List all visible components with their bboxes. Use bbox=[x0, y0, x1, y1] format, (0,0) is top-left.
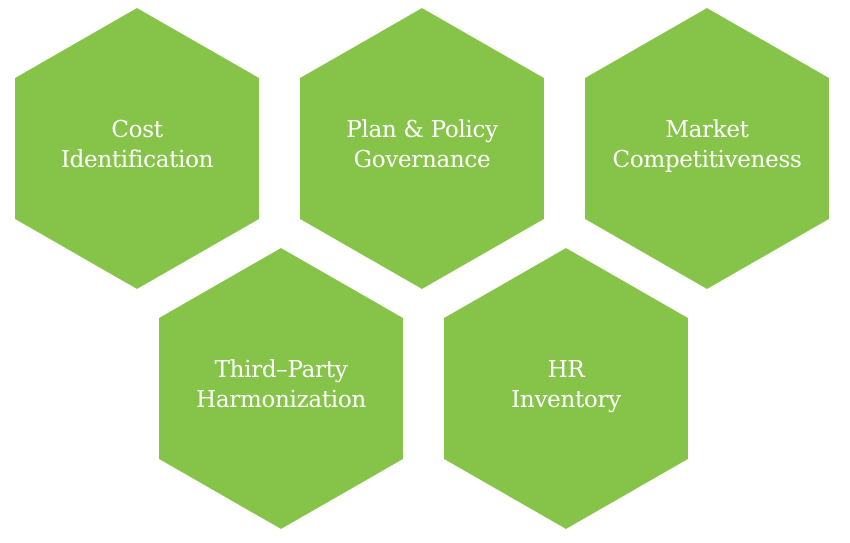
hexagon-label-line-1: Market bbox=[665, 117, 749, 143]
hexagon-label: Plan & Policy Governance bbox=[300, 115, 544, 175]
hexagon-label-line-1: Cost bbox=[111, 117, 163, 143]
hexagon-label-line-2: Governance bbox=[353, 147, 491, 173]
hexagon-label-line-2: Inventory bbox=[511, 387, 621, 413]
hexagon-label: Cost Identification bbox=[15, 115, 259, 175]
hexagon-label-line-2: Identification bbox=[60, 147, 214, 173]
hexagon-hr-inventory: HR Inventory bbox=[444, 248, 688, 529]
hexagon-label-line-1: Third–Party bbox=[214, 357, 348, 383]
hexagon-label: Market Competitiveness bbox=[585, 115, 829, 175]
hexagon-label-line-1: Plan & Policy bbox=[346, 117, 498, 143]
hexagon-label-line-2: Harmonization bbox=[196, 387, 366, 413]
hexagon-plan-policy-governance: Plan & Policy Governance bbox=[300, 8, 544, 289]
hexagon-third-party-harmonization: Third–Party Harmonization bbox=[159, 248, 403, 529]
hexagon-label: Third–Party Harmonization bbox=[159, 355, 403, 415]
hexagon-label-line-2: Competitiveness bbox=[612, 147, 802, 173]
hexagon-label-line-1: HR bbox=[547, 357, 585, 383]
hexagon-cost-identification: Cost Identification bbox=[15, 8, 259, 289]
hexagon-label: HR Inventory bbox=[444, 355, 688, 415]
hexagon-market-competitiveness: Market Competitiveness bbox=[585, 8, 829, 289]
